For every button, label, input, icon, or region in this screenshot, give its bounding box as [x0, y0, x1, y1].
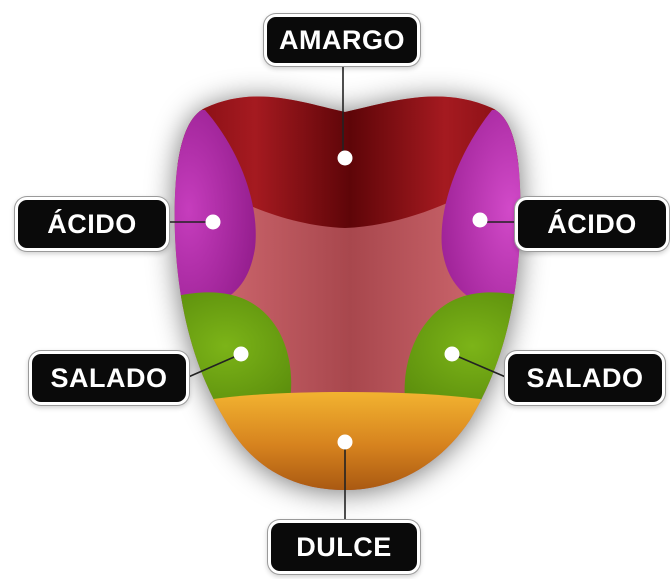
marker-dot-dulce [338, 435, 352, 449]
marker-dot-amargo [338, 151, 352, 165]
marker-dot-salado-right [445, 347, 459, 361]
marker-dot-salado-left [234, 347, 248, 361]
label-acido-right: ÁCIDO [518, 200, 666, 248]
label-salado-left: SALADO [32, 354, 186, 402]
label-salado-right: SALADO [508, 354, 662, 402]
marker-dot-acido-left [206, 215, 220, 229]
label-amargo: AMARGO [267, 17, 417, 63]
label-acido-left: ÁCIDO [18, 200, 166, 248]
label-dulce: DULCE [271, 523, 417, 571]
marker-dot-acido-right [473, 213, 487, 227]
